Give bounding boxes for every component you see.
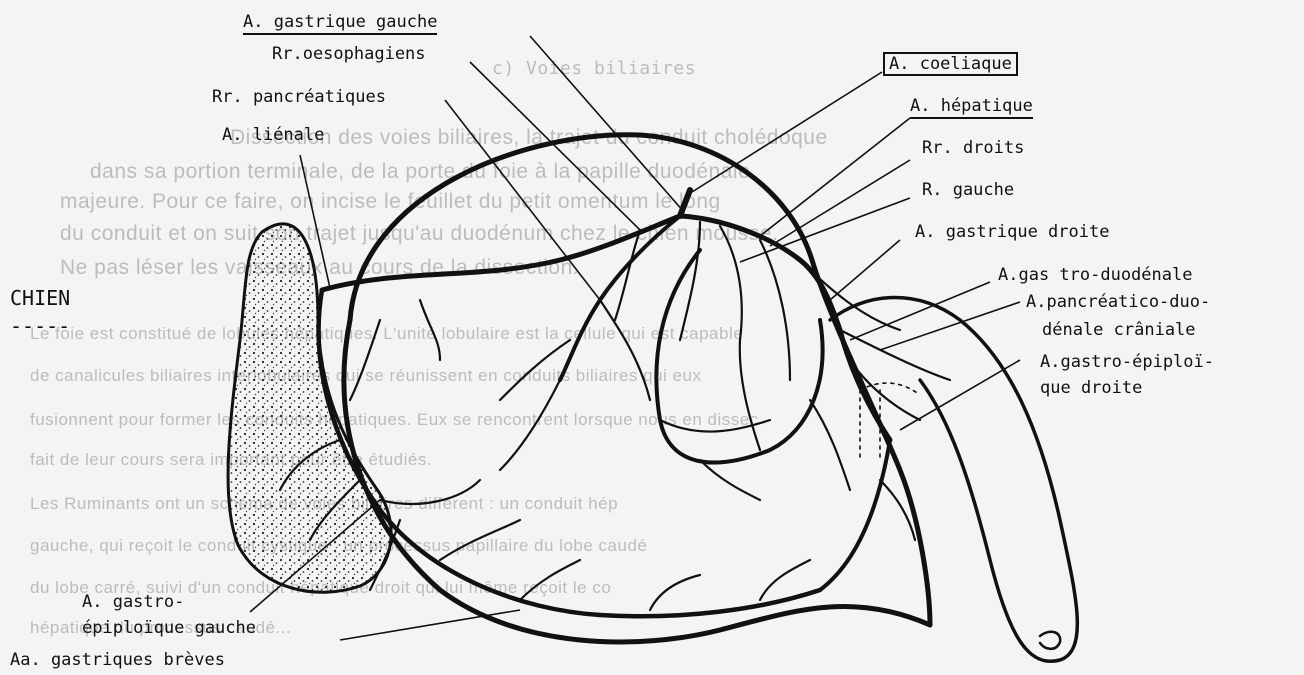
right-gastroepiploic-artery bbox=[820, 440, 890, 590]
label-lienale: A. liénale bbox=[222, 125, 324, 145]
label-gastro-epiploique-droite-1: A.gastro-épiploï- bbox=[1040, 352, 1214, 372]
label-oesophagiens: Rr.oesophagiens bbox=[272, 44, 426, 64]
label-gastro-epiploique-gauche-1: A. gastro- bbox=[82, 592, 184, 612]
left-gastroepiploic-artery bbox=[319, 290, 820, 616]
label-hepatique: A. hépatique bbox=[910, 96, 1033, 119]
stomach-greater-curve bbox=[344, 320, 930, 642]
label-gastrique-droite: A. gastrique droite bbox=[915, 222, 1109, 242]
label-gastrique-gauche: A. gastrique gauche bbox=[243, 12, 437, 35]
coeliac-trunk bbox=[680, 190, 690, 216]
label-gastro-epiploique-droite-2: que droite bbox=[1040, 378, 1142, 398]
label-pancreatico-1: A.pancréatico-duo- bbox=[1026, 292, 1210, 312]
label-species-underline: ----- bbox=[10, 314, 70, 338]
label-rr-droits: Rr. droits bbox=[922, 138, 1024, 158]
papilla bbox=[1040, 632, 1060, 649]
label-r-gauche: R. gauche bbox=[922, 180, 1014, 200]
stomach-outline bbox=[350, 135, 930, 625]
label-pancreatico-2: dénale crâniale bbox=[1042, 320, 1196, 340]
hepatic-artery bbox=[680, 216, 890, 440]
label-coeliaque: A. coeliaque bbox=[883, 52, 1018, 76]
label-gastro-duodenale: A.gas tro-duodénale bbox=[998, 265, 1192, 285]
label-pancreatiques: Rr. pancréatiques bbox=[212, 87, 386, 107]
label-species: CHIEN bbox=[10, 286, 70, 310]
label-gastriques-breves: Aa. gastriques brèves bbox=[10, 650, 225, 670]
label-gastro-epiploique-gauche-2: épiploïque gauche bbox=[82, 618, 256, 638]
